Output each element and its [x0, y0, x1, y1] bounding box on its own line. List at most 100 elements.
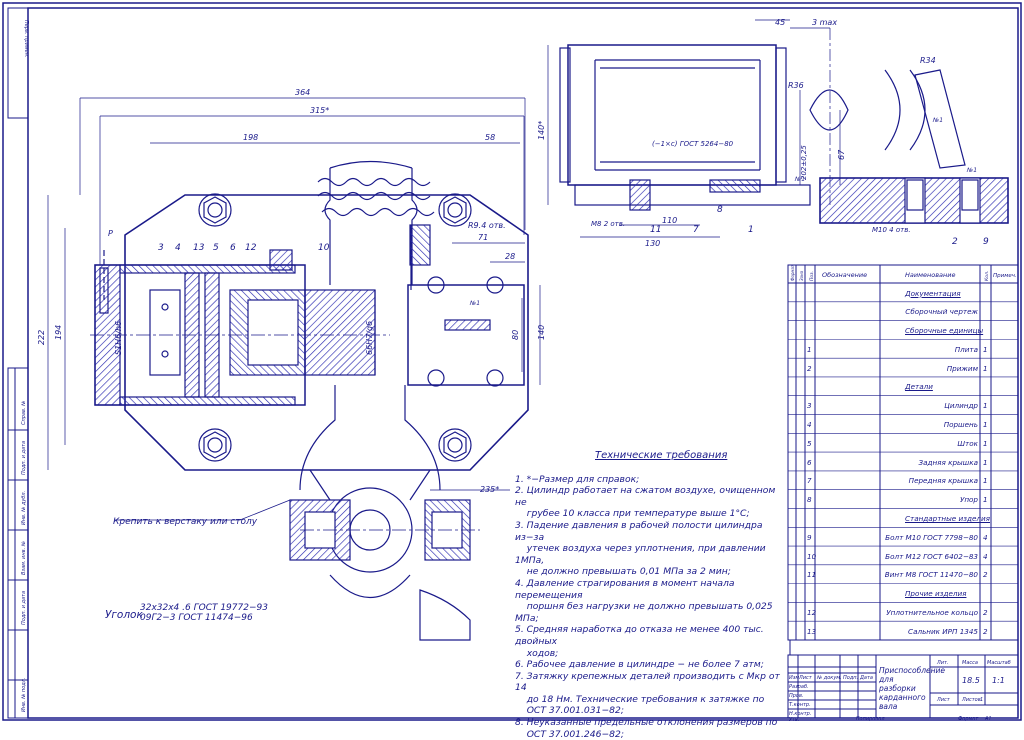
note-item: 3. Падение давления в рабочей полости ци…: [515, 519, 766, 578]
tb-format-val: А1: [984, 716, 992, 722]
dim-202: 202±0,25: [800, 145, 808, 180]
bom-item-name: Передняя крышка: [908, 476, 978, 486]
bom-item-qty: 1: [983, 344, 988, 354]
bom-item-pos: 11: [807, 570, 817, 580]
bom-header-name: Наименование: [905, 271, 956, 279]
bom-item-pos: 10: [807, 551, 817, 561]
main-view-labels: 364 315* 198 58 222 194 71 28 80 140 235…: [37, 88, 546, 494]
dim-28: 28: [505, 252, 515, 261]
tb-row-label: № докум.: [816, 675, 842, 681]
tb-sheets-val: 1: [980, 697, 983, 703]
bom-section-heading: Сборочные единицы: [905, 326, 984, 336]
note-item: 8. Неуказанные предельные отклонения раз…: [515, 717, 778, 740]
title-block-grid: [787, 640, 1019, 719]
callout-8: 8: [717, 205, 723, 215]
dim-58: 58: [485, 133, 495, 142]
callout-5: 5: [213, 243, 219, 253]
bom-item-name: Винт М8 ГОСТ 11470−80: [884, 570, 978, 580]
mark-num1: №1: [469, 300, 480, 307]
radius-r36: R36: [788, 81, 804, 90]
callout-6: 6: [230, 243, 236, 253]
bom-item-name: Сборочный чертеж: [905, 307, 978, 317]
callout-12: 12: [245, 243, 257, 253]
callout-3: 3: [158, 243, 164, 253]
callout-4: 4: [175, 243, 181, 253]
tb-row-label: Лист: [798, 675, 813, 681]
tb-mass: 18.5: [962, 676, 980, 685]
bom-item-qty: 4: [983, 551, 988, 561]
tb-role: Т.контр.: [789, 702, 811, 708]
tb-lit: Лит.: [936, 660, 949, 666]
angle-label: Уголок: [105, 609, 143, 621]
callout-2: 2: [952, 237, 958, 247]
fit-s1: S1H6/h6: [114, 321, 123, 355]
thread-m10: M10 4 отв.: [872, 226, 911, 234]
bom-header-qty: Кол.: [984, 271, 990, 281]
note-item: 1. *−Размер для справок;: [515, 473, 640, 485]
thread-m8: M8 2 отв.: [591, 220, 625, 228]
tb-row-label: Подп.: [843, 675, 858, 681]
note-item: 7. Затяжку крепежных деталей производить…: [515, 670, 780, 717]
tb-role: Утв.: [789, 717, 800, 723]
drawing-title: Приспособление для разборки карданного в…: [879, 666, 946, 711]
side-label: Взам. инв. №: [21, 541, 27, 575]
bom-header-note: Примеч.: [993, 273, 1017, 279]
weld-standard: (−1×с) ГОСТ 5264−80: [652, 140, 734, 148]
title-block-labels: Изм Лист № докум. Подп. Дата Разраб. Про…: [789, 660, 1011, 723]
tb-mass-label: Масса: [962, 660, 978, 666]
dim-222: 222: [37, 330, 46, 345]
bom-item-qty: 1: [983, 476, 988, 486]
callout-1: 1: [748, 225, 754, 235]
bom-item-name: Прижим: [946, 363, 978, 373]
dim-45: 45: [775, 18, 785, 27]
tb-scale: 1:1: [992, 676, 1005, 685]
right-bracket: [407, 224, 525, 387]
tb-copied: Копировал: [856, 716, 885, 722]
tb-role: Н.контр.: [789, 711, 811, 717]
bom-section-heading: Прочие изделия: [905, 589, 967, 599]
bom-item-name: Сальник ИРП 1345: [908, 626, 978, 636]
dim-194: 194: [54, 325, 63, 340]
notes-title: Технические требования: [595, 450, 728, 461]
dim-198: 198: [243, 133, 258, 142]
title-block-values: 18.5 1:1: [962, 676, 1005, 685]
side-label: Справ. №: [21, 401, 27, 425]
bom-section-heading: Стандартные изделия: [905, 514, 990, 523]
bom-item-qty: 1: [983, 420, 988, 430]
bom-item-name: Упор: [959, 495, 978, 505]
dimension-lines: [47, 97, 541, 491]
bom-section-heading: Документация: [905, 288, 961, 298]
tb-role: Пров.: [789, 693, 804, 699]
bom-item-qty: 2: [983, 570, 988, 580]
callout-13: 13: [193, 243, 205, 253]
corner-bolts: [198, 193, 472, 462]
fit-66: 66H7/g6: [365, 321, 374, 355]
dim-110: 110: [662, 216, 677, 225]
bom-item-pos: 5: [807, 438, 812, 448]
bom-item-qty: 2: [983, 607, 988, 617]
dim-67: 67: [837, 149, 846, 160]
sheet-border: [2, 2, 1022, 721]
bom-item-name: Плита: [954, 344, 978, 354]
bom-item-pos: 3: [807, 401, 812, 411]
dim-80: 80: [511, 330, 520, 340]
dim-3max: 3 max: [812, 18, 837, 27]
bom-item-name: Болт М10 ГОСТ 7798−80: [885, 532, 978, 542]
drawing-sheet: Перв. примен. Справ. № Подп. и дата Инв.…: [2, 2, 1022, 723]
tb-sheets: Листов: [961, 697, 981, 703]
bom-headers: Формат Зона Поз. Обозначение Наименовани…: [790, 264, 1017, 281]
side-label: Подп. и дата: [21, 441, 27, 475]
mark-num1: №1: [932, 117, 943, 124]
angle-spec-1: 32x32x4 .6 ГОСТ 19772−93: [140, 603, 268, 613]
dim-364: 364: [295, 88, 310, 97]
note-item: 4. Давление страгирования в момент начал…: [515, 577, 773, 624]
base-plate-outline: [124, 194, 529, 471]
dim-71: 71: [478, 233, 488, 242]
callout-11: 11: [650, 225, 661, 235]
tb-scale-label: Масштаб: [987, 660, 1011, 666]
bom-item-qty: 1: [983, 457, 988, 467]
bom-item-pos: 7: [807, 476, 812, 486]
side-stamp-labels: Перв. примен. Справ. № Подп. и дата Инв.…: [21, 20, 29, 712]
side-label: Подп. и дата: [21, 591, 27, 625]
universal-joint: [289, 385, 480, 641]
